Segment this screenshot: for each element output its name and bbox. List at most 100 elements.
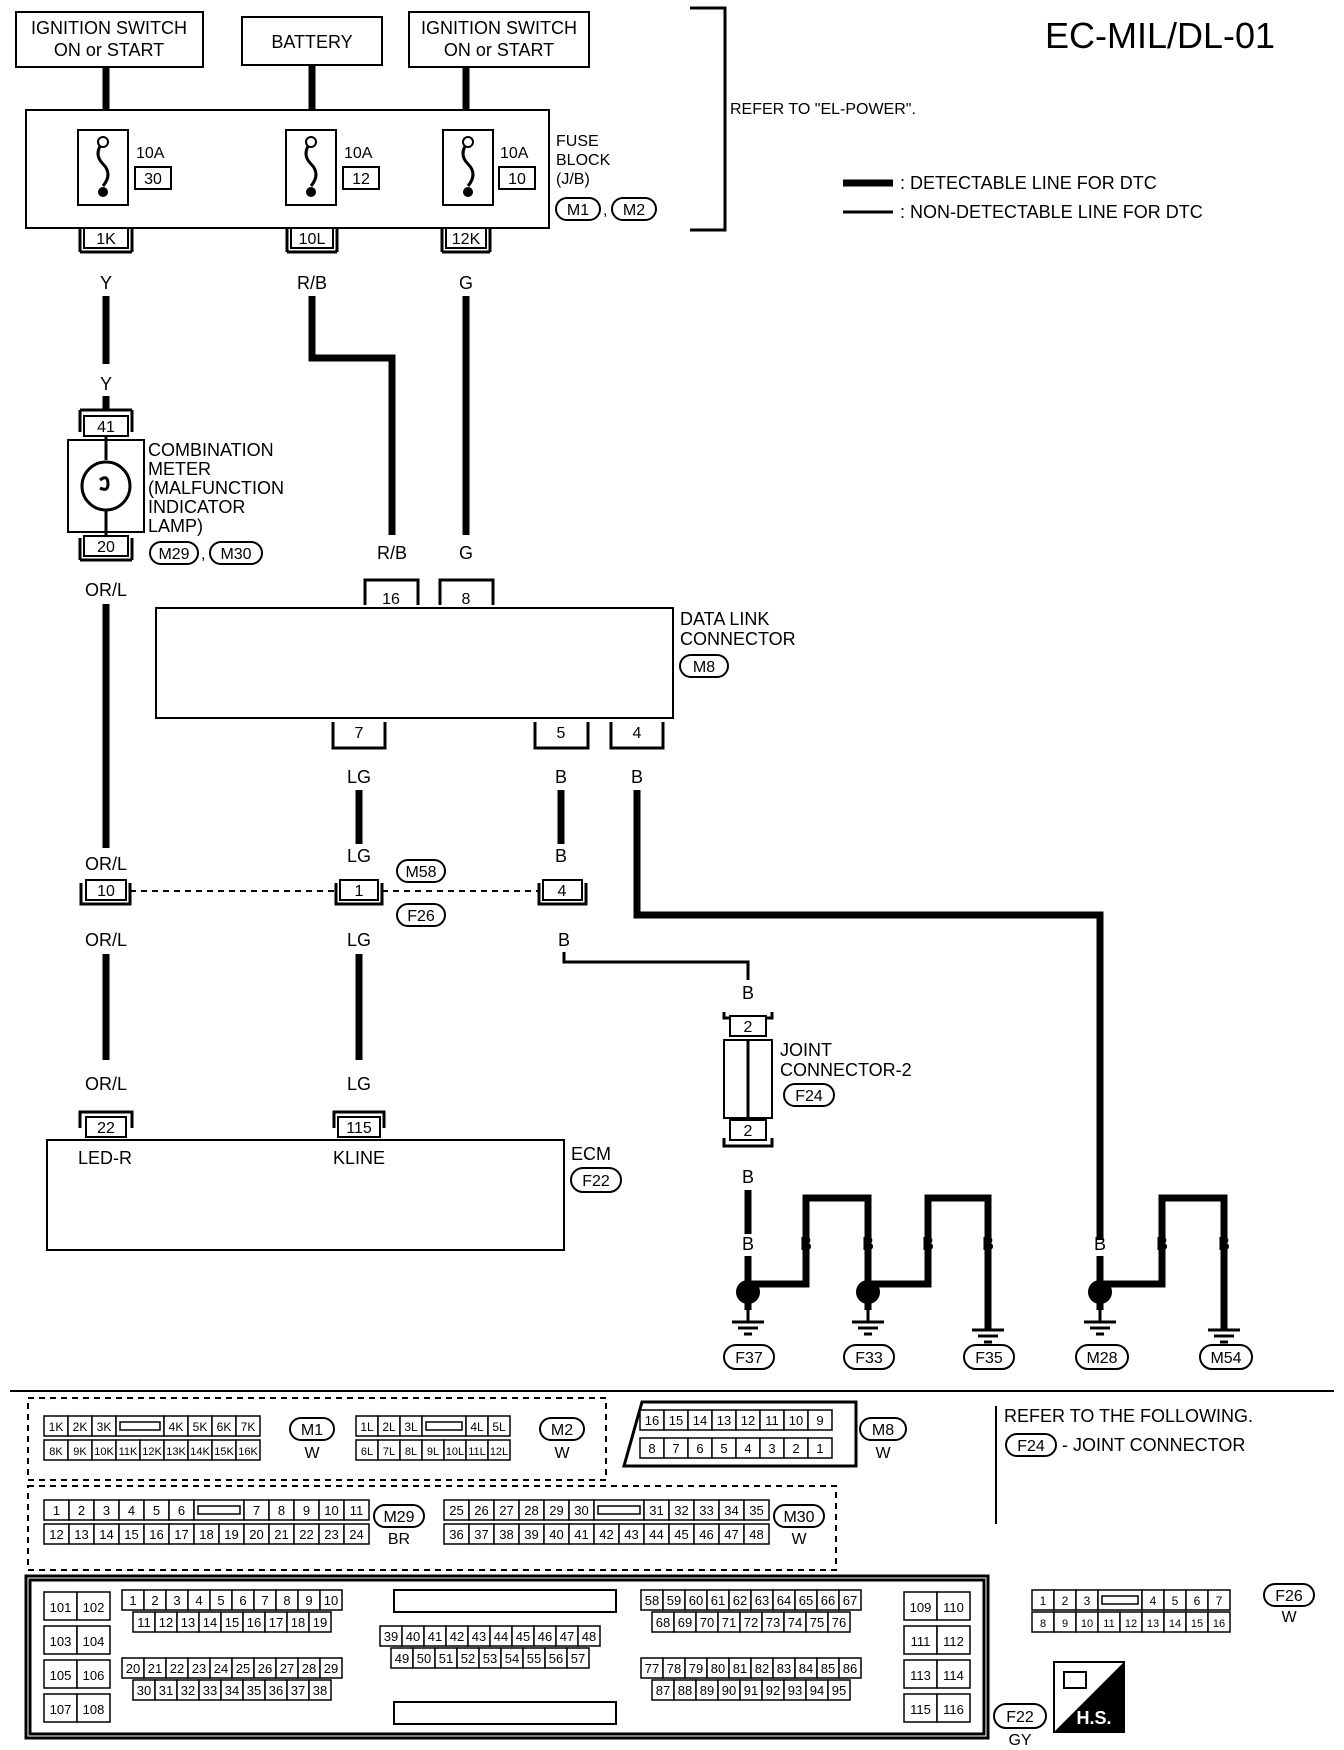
f22-c2-pin: 74 <box>788 1615 802 1630</box>
f22-a1-pin: 2 <box>151 1593 158 1608</box>
svg-text:Y: Y <box>100 374 112 394</box>
svg-text:B: B <box>631 767 643 787</box>
m30-row1-pin: 35 <box>749 1503 763 1518</box>
svg-text:10A: 10A <box>500 145 529 162</box>
svg-text:12K: 12K <box>452 231 481 248</box>
f22-left-pin: 104 <box>83 1634 105 1649</box>
f22-b2-pin: 52 <box>461 1651 475 1666</box>
m30-row1-pin: 29 <box>549 1503 563 1518</box>
m1-row2-pin: 12K <box>142 1446 162 1458</box>
m1-row1-pin: 6K <box>217 1420 232 1434</box>
svg-text:10: 10 <box>508 171 526 188</box>
f22-a2-pin: 16 <box>247 1615 261 1630</box>
data-link-connector: 16 8 DATA LINK CONNECTOR M8 7 5 4 <box>155 578 796 750</box>
svg-text:: DETECTABLE LINE FOR DTC: : DETECTABLE LINE FOR DTC <box>900 173 1157 193</box>
m1-row2-pin: 13K <box>166 1446 186 1458</box>
m1-row1-key <box>119 1421 161 1431</box>
m29-row2-pin: 14 <box>99 1527 113 1542</box>
f22-a3-pin: 25 <box>236 1661 250 1676</box>
source-ignition-2: IGNITION SWITCH ON or START <box>408 11 590 68</box>
f22-a1-cell <box>319 1589 343 1611</box>
svg-text:F35: F35 <box>975 1350 1003 1367</box>
m29-row2-pin: 16 <box>149 1527 163 1542</box>
m8-row2-cell <box>807 1437 833 1459</box>
f22-a1-pin: 4 <box>195 1593 202 1608</box>
f22-c2-pin: 71 <box>722 1615 736 1630</box>
svg-text:ON or START: ON or START <box>444 40 554 60</box>
f22-c1-cell <box>838 1589 862 1611</box>
m1-row1-pin: 1K <box>49 1420 64 1434</box>
f22-c2-pin: 69 <box>678 1615 692 1630</box>
f22-a3-pin: 21 <box>148 1661 162 1676</box>
f22-c3-pin: 81 <box>733 1661 747 1676</box>
svg-text:COMBINATION: COMBINATION <box>148 440 274 460</box>
m30-row1-key <box>597 1505 641 1515</box>
svg-text:B: B <box>1094 1234 1106 1254</box>
f22-left-cell <box>43 1693 78 1723</box>
svg-text:OR/L: OR/L <box>85 580 127 600</box>
f22-b2-pin: 55 <box>527 1651 541 1666</box>
f22-c1-pin: 59 <box>667 1593 681 1608</box>
svg-text:12: 12 <box>352 171 370 188</box>
m29-row1-pin: 10 <box>324 1503 338 1518</box>
svg-text:4: 4 <box>558 883 567 900</box>
combination-meter: 41 20 COMBINATION METER (MALFUNCTION IND… <box>67 408 284 565</box>
m30-row2-pin: 38 <box>499 1527 513 1542</box>
m8-row1-pin: 9 <box>816 1413 823 1428</box>
svg-text:BR: BR <box>388 1531 410 1548</box>
f22-a4-cell <box>308 1679 332 1701</box>
svg-text:B: B <box>555 846 567 866</box>
svg-text:(J/B): (J/B) <box>556 171 590 188</box>
m8-row1-pin: 14 <box>693 1413 707 1428</box>
svg-text:,: , <box>201 546 205 563</box>
svg-text:115: 115 <box>346 1120 372 1137</box>
source-battery: BATTERY <box>241 16 383 66</box>
m2-row1-pin: 2L <box>382 1420 396 1434</box>
f22-c4-pin: 94 <box>810 1683 824 1698</box>
source-ignition-1: IGNITION SWITCH ON or START <box>15 11 204 68</box>
svg-text:10: 10 <box>97 883 115 900</box>
f22-b2-pin: 57 <box>571 1651 585 1666</box>
f26-row1-pin: 3 <box>1084 1594 1091 1608</box>
svg-text:10L: 10L <box>299 231 326 248</box>
f22-a3-cell <box>319 1657 343 1679</box>
m8-row2-pin: 2 <box>792 1441 799 1456</box>
f22-c4-pin: 93 <box>788 1683 802 1698</box>
f26-row2-pin: 8 <box>1040 1618 1046 1630</box>
m2-row1-cell <box>487 1415 511 1437</box>
f22-c2-pin: 70 <box>700 1615 714 1630</box>
m30-row2-pin: 40 <box>549 1527 563 1542</box>
f22-right-pin: 112 <box>943 1634 964 1649</box>
f22-c4-pin: 90 <box>722 1683 736 1698</box>
svg-text:M1: M1 <box>567 202 589 219</box>
svg-text:F24: F24 <box>1017 1438 1045 1455</box>
m2-row1-pin: 5L <box>492 1420 506 1434</box>
f22-a3-pin: 24 <box>214 1661 228 1676</box>
f22-left-cell <box>43 1591 78 1621</box>
m30-row1-pin: 32 <box>674 1503 688 1518</box>
f22-a3-pin: 26 <box>258 1661 272 1676</box>
f22-left-cell <box>76 1693 111 1723</box>
m29-row2-pin: 22 <box>299 1527 313 1542</box>
f22-c4-pin: 92 <box>766 1683 780 1698</box>
svg-text:1K: 1K <box>96 231 116 248</box>
m2-row2-pin: 8L <box>405 1446 417 1458</box>
m2-row2-cell <box>487 1439 511 1461</box>
f22-c1-pin: 63 <box>755 1593 769 1608</box>
m30-row2-pin: 46 <box>699 1527 713 1542</box>
svg-text:LG: LG <box>347 767 371 787</box>
m30-row1-pin: 25 <box>449 1503 463 1518</box>
svg-text:M30: M30 <box>220 546 251 563</box>
m30-row2-pin: 37 <box>474 1527 488 1542</box>
f22-c4-cell <box>827 1679 851 1701</box>
f22-left-cell <box>76 1591 111 1621</box>
m30-row2-pin: 48 <box>749 1527 763 1542</box>
f22-a3-pin: 28 <box>302 1661 316 1676</box>
terminal-1K: 1K <box>78 227 134 254</box>
f22-c3-pin: 77 <box>645 1661 659 1676</box>
svg-text:F22: F22 <box>582 1173 610 1190</box>
f22-b1-pin: 48 <box>582 1629 596 1644</box>
f22-left-pin: 103 <box>50 1634 72 1649</box>
ground-network: B B B B B B B B F37 F33 <box>723 1194 1253 1370</box>
svg-text:W: W <box>554 1445 570 1462</box>
